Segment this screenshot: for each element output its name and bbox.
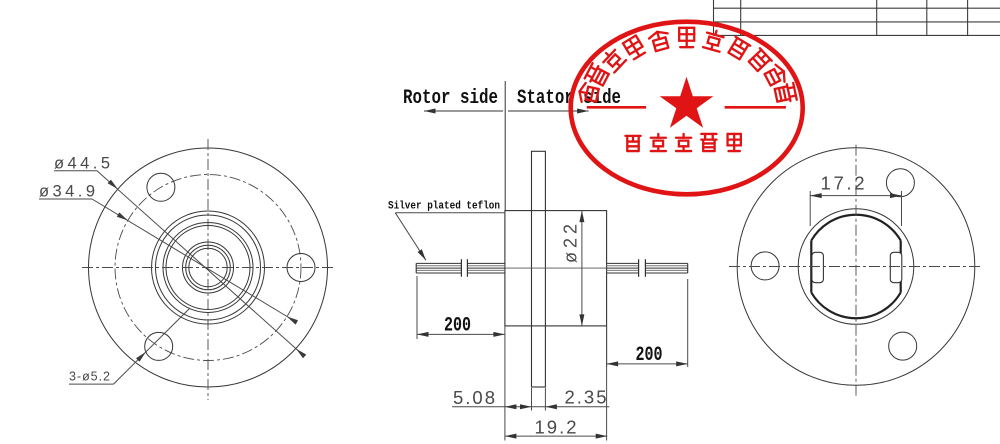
svg-text:ø44.5: ø44.5: [54, 155, 110, 173]
svg-text:2.35: 2.35: [565, 387, 607, 408]
svg-text:Silver plated teflon: Silver plated teflon: [388, 201, 500, 213]
svg-text:ø34.9: ø34.9: [39, 183, 95, 201]
svg-text:Stator side: Stator side: [517, 87, 621, 110]
svg-text:ø22: ø22: [561, 224, 581, 263]
svg-text:5.08: 5.08: [453, 387, 495, 408]
svg-text:200: 200: [636, 344, 663, 367]
svg-text:3-ø5.2: 3-ø5.2: [69, 370, 110, 384]
svg-text:17.2: 17.2: [821, 172, 865, 193]
svg-text:200: 200: [444, 315, 471, 338]
svg-text:Rotor side: Rotor side: [403, 87, 498, 110]
svg-text:19.2: 19.2: [535, 417, 577, 438]
